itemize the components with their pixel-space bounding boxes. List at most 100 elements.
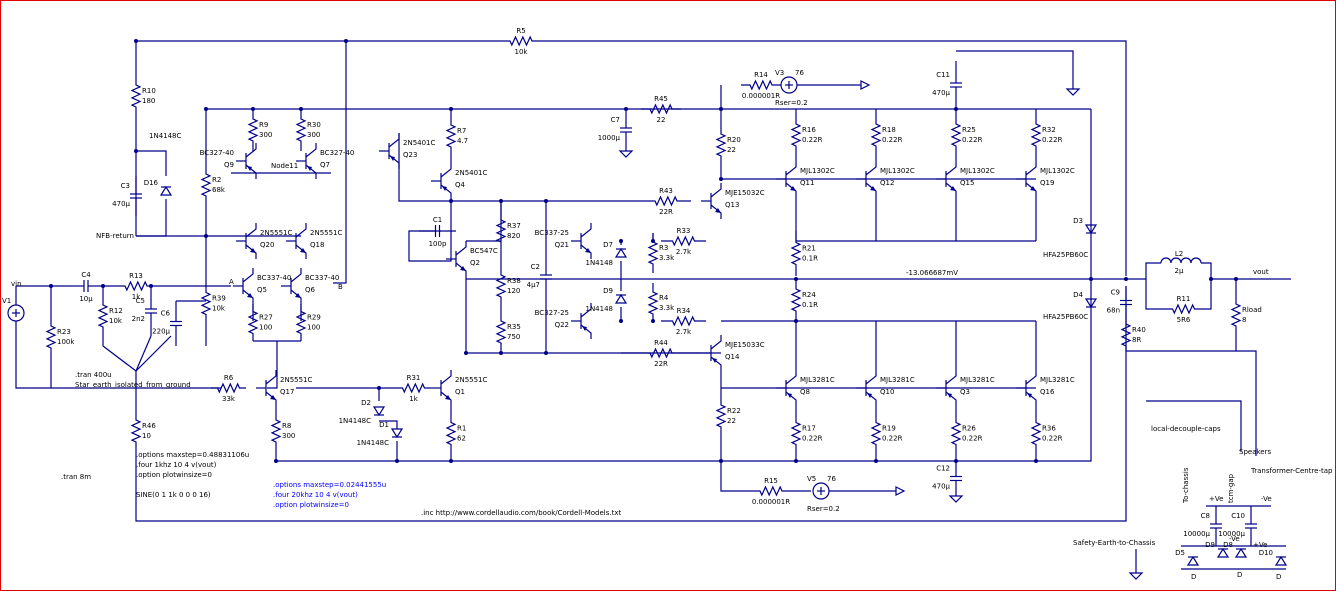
wire	[495, 261, 507, 311]
transistor[interactable]	[936, 161, 957, 197]
transistor[interactable]	[281, 268, 302, 304]
resistor[interactable]	[211, 382, 246, 394]
resistor[interactable]	[790, 109, 802, 161]
resistor[interactable]	[247, 109, 259, 151]
resistor[interactable]	[121, 280, 151, 292]
resistor[interactable]	[950, 406, 962, 461]
wire	[305, 143, 317, 158]
capacitor[interactable]	[1245, 506, 1257, 546]
transistor[interactable]	[776, 370, 797, 406]
diode[interactable]	[1084, 224, 1098, 235]
resistor[interactable]	[647, 233, 659, 273]
resistor[interactable]	[661, 315, 706, 327]
resistor[interactable]	[45, 286, 57, 388]
wire	[275, 109, 1092, 462]
voltage-source[interactable]	[7, 304, 25, 322]
transistor[interactable]	[776, 161, 797, 197]
voltage-source[interactable]	[812, 482, 830, 500]
transistor[interactable]	[236, 143, 257, 179]
resistor[interactable]	[641, 103, 681, 115]
resistor[interactable]	[295, 109, 307, 151]
resistor[interactable]	[495, 311, 507, 353]
resistor[interactable]	[481, 35, 561, 47]
resistor[interactable]	[641, 195, 691, 207]
transistor[interactable]	[233, 268, 254, 304]
resistor[interactable]	[130, 416, 142, 446]
resistor-value: 33k	[222, 395, 236, 403]
transistor[interactable]	[856, 370, 877, 406]
resistor[interactable]	[661, 235, 706, 247]
resistor[interactable]	[200, 109, 212, 261]
transistor[interactable]	[571, 303, 592, 339]
resistor[interactable]	[1120, 319, 1132, 351]
resistor[interactable]	[790, 279, 802, 321]
diode[interactable]	[1216, 547, 1230, 558]
transistor[interactable]	[1016, 370, 1037, 406]
inductor[interactable]	[1145, 257, 1212, 279]
transistor[interactable]	[236, 223, 257, 259]
diode[interactable]	[372, 406, 386, 417]
resistor[interactable]	[200, 261, 212, 346]
transistor[interactable]	[1016, 161, 1037, 197]
resistor[interactable]	[295, 304, 307, 341]
transistor[interactable]	[701, 183, 722, 219]
capacitor[interactable]	[950, 61, 962, 109]
diode[interactable]	[159, 185, 173, 196]
capacitor[interactable]	[1120, 286, 1132, 319]
diode[interactable]	[1274, 555, 1288, 566]
transistor[interactable]	[256, 370, 277, 406]
resistor[interactable]	[647, 283, 659, 323]
diode[interactable]	[1234, 547, 1248, 558]
resistor[interactable]	[790, 231, 802, 276]
transistor[interactable]	[856, 161, 877, 197]
transistor[interactable]	[296, 143, 317, 179]
capacitor[interactable]	[540, 201, 552, 353]
resistor[interactable]	[1030, 109, 1042, 161]
capacitor[interactable]	[71, 280, 101, 292]
transistor[interactable]	[431, 370, 452, 406]
resistor[interactable]	[870, 109, 882, 161]
transistor[interactable]	[446, 241, 467, 277]
resistor[interactable]	[130, 41, 142, 151]
transistor[interactable]	[431, 163, 452, 199]
capacitor[interactable]	[419, 225, 456, 237]
resistor[interactable]	[621, 347, 701, 359]
resistor[interactable]	[495, 201, 507, 261]
transistor[interactable]	[379, 133, 400, 169]
diode[interactable]	[614, 293, 628, 304]
resistor[interactable]	[1230, 279, 1242, 351]
resistor[interactable]	[731, 485, 811, 497]
resistor[interactable]	[445, 109, 457, 163]
resistor[interactable]	[741, 79, 781, 91]
diode[interactable]	[1186, 555, 1200, 566]
directive-four: .four 1khz 10 4 v(vout)	[136, 461, 217, 469]
resistor[interactable]	[950, 109, 962, 161]
capacitor[interactable]	[170, 301, 182, 346]
resistor[interactable]	[495, 261, 507, 311]
voltage-source[interactable]	[780, 76, 798, 94]
transistor[interactable]	[571, 223, 592, 259]
transistor[interactable]	[286, 223, 307, 259]
capacitor[interactable]	[145, 286, 157, 336]
resistor[interactable]	[790, 406, 802, 461]
resistor[interactable]	[715, 371, 727, 461]
capacitor[interactable]	[130, 176, 142, 216]
transistor[interactable]	[701, 335, 722, 371]
capacitor[interactable]	[1210, 506, 1222, 546]
capacitor[interactable]	[620, 109, 632, 151]
resistor[interactable]	[1030, 406, 1042, 461]
diode[interactable]	[614, 247, 628, 258]
resistor[interactable]	[715, 109, 727, 181]
resistor[interactable]	[396, 382, 431, 394]
diode[interactable]	[1084, 298, 1098, 309]
diode[interactable]	[390, 428, 404, 439]
resistor[interactable]	[270, 406, 282, 456]
resistor[interactable]	[247, 304, 259, 341]
resistor[interactable]	[870, 406, 882, 461]
resistor[interactable]	[97, 286, 109, 346]
resistor[interactable]	[445, 406, 457, 461]
resistor[interactable]	[1161, 303, 1206, 315]
capacitor[interactable]	[950, 461, 962, 496]
transistor[interactable]	[936, 370, 957, 406]
